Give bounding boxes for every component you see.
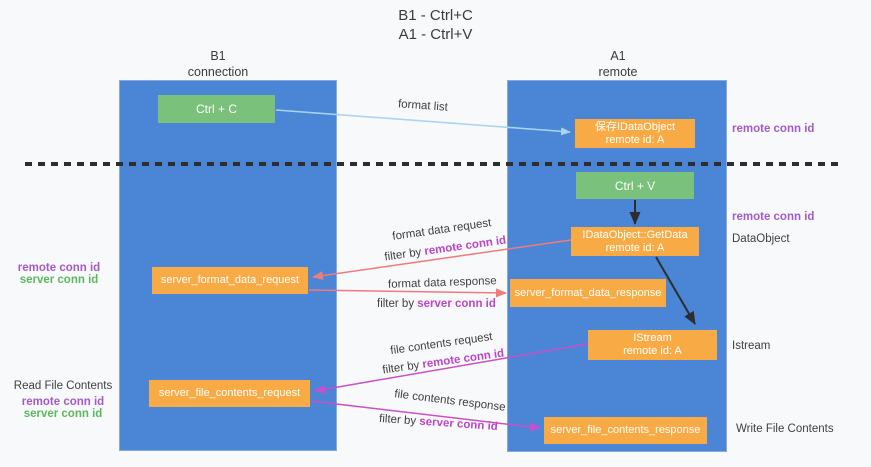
getdata-line2: remote id: A — [605, 241, 665, 254]
left-bottom-labels: Read File Contents remote conn id server… — [8, 380, 118, 420]
filter-by-server-1-label: filter by server conn id — [377, 298, 496, 310]
getdata-box: IDataObject::GetData remote id: A — [571, 227, 699, 256]
remote-conn-id-label: remote conn id — [732, 211, 815, 223]
server-format-data-request-label: server_format_data_request — [160, 274, 300, 286]
remote-conn-id-label: remote conn id — [732, 123, 815, 135]
server-format-data-request-box: server_format_data_request — [152, 267, 308, 294]
filter-by-text: filter by — [378, 412, 420, 428]
server-conn-id-label: server conn id — [19, 274, 99, 286]
save-dataobject-line1: 保存IDataObject — [594, 120, 676, 133]
filter-by-text: filter by — [377, 298, 418, 310]
read-file-contents-label: Read File Contents — [13, 380, 113, 392]
right-column-header: A1 remote — [518, 48, 718, 80]
filter-by-text: filter by — [381, 358, 424, 377]
left-mid-labels: remote conn id server conn id — [8, 262, 110, 286]
server-conn-id-text: server conn id — [417, 298, 496, 310]
istream-line2: remote id: A — [623, 345, 682, 357]
format-data-response-label: format data response — [387, 275, 497, 291]
ctrl-v-box: Ctrl + V — [576, 172, 694, 199]
filter-by-server-2-label: filter by server conn id — [379, 413, 498, 433]
phase-separator-dashed-line — [25, 162, 840, 166]
server-file-contents-response-label: server_file_contents_response — [550, 424, 701, 436]
left-column-name: B1 — [210, 49, 226, 63]
server-file-contents-request-label: server_file_contents_request — [158, 387, 301, 399]
remote-conn-id-label: remote conn id — [17, 262, 101, 274]
server-file-contents-response-box: server_file_contents_response — [544, 417, 707, 444]
right-column-name: A1 — [610, 49, 626, 63]
diagram-title: B1 - Ctrl+C A1 - Ctrl+V — [0, 6, 871, 44]
server-format-data-response-box: server_format_data_response — [510, 279, 666, 307]
title-line-1: B1 - Ctrl+C — [398, 7, 473, 24]
arrow-format-data-response — [308, 288, 507, 298]
title-line-2: A1 - Ctrl+V — [398, 26, 473, 43]
istream-line1: IStream — [633, 332, 672, 344]
getdata-line1: IDataObject::GetData — [582, 228, 688, 241]
istream-box: IStream remote id: A — [588, 330, 717, 360]
write-file-contents-label: Write File Contents — [736, 423, 834, 435]
remote-conn-id-text: remote conn id — [423, 234, 507, 258]
file-contents-response-label: file contents response — [393, 388, 507, 414]
remote-conn-id-label: remote conn id — [21, 396, 105, 408]
server-file-contents-request-box: server_file_contents_request — [149, 380, 310, 407]
left-column-header: B1 connection — [118, 48, 318, 80]
ctrl-v-label: Ctrl + V — [614, 178, 656, 193]
filter-by-text: filter by — [383, 245, 426, 264]
istream-label: Istream — [732, 340, 771, 352]
format-list-label: format list — [397, 98, 449, 114]
left-column-subtitle: connection — [187, 65, 249, 79]
server-conn-id-text: server conn id — [418, 415, 499, 434]
save-dataobject-box: 保存IDataObject remote id: A — [575, 119, 695, 148]
server-conn-id-label: server conn id — [23, 408, 103, 420]
server-format-data-response-label: server_format_data_response — [514, 286, 662, 299]
right-column-subtitle: remote — [598, 65, 638, 79]
dataobject-label: DataObject — [732, 233, 790, 245]
save-dataobject-line2: remote id: A — [605, 133, 665, 146]
ctrl-c-box: Ctrl + C — [158, 95, 275, 123]
ctrl-c-label: Ctrl + C — [195, 102, 237, 116]
